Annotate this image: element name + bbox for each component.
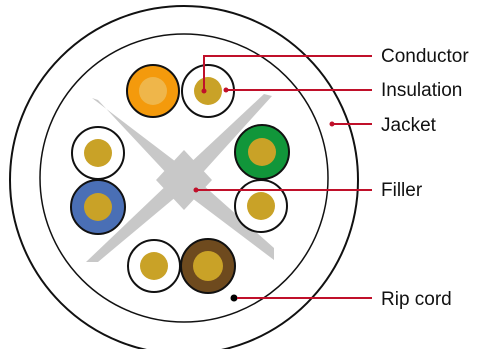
conductor-leader-dot (201, 88, 207, 94)
brown-white-wire-conductor (140, 252, 168, 280)
blue-wire-conductor (84, 193, 112, 221)
conductor-label: Conductor (381, 46, 469, 67)
blue-pair (70, 126, 126, 235)
rip-cord-label: Rip cord (381, 289, 452, 310)
filler-label: Filler (381, 180, 423, 201)
brown-pair (127, 238, 236, 294)
orange-white-wire-conductor (194, 77, 222, 105)
orange-wire-conductor (139, 77, 167, 105)
filler-leader-dot (193, 187, 199, 193)
jacket-leader-dot (329, 121, 335, 127)
conductor-leader (203, 55, 372, 91)
leader-lines (193, 55, 372, 299)
insulation-label: Insulation (381, 80, 462, 101)
green-white-wire-conductor (247, 192, 275, 220)
blue-white-wire-conductor (84, 139, 112, 167)
insulation-leader-dot (223, 87, 229, 93)
orange-pair (126, 64, 235, 118)
rip-cord-dot (230, 294, 238, 302)
green-wire-conductor (248, 138, 276, 166)
jacket-label: Jacket (381, 115, 437, 136)
filler-center (156, 150, 212, 210)
brown-wire-conductor (193, 251, 223, 281)
filler-cross (86, 94, 274, 262)
green-pair (234, 124, 290, 233)
